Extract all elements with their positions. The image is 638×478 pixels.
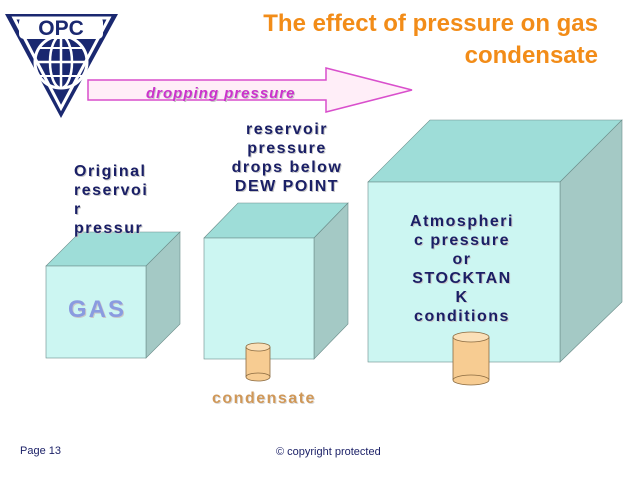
label-line: reservoir bbox=[246, 121, 328, 138]
arrow-label: dropping pressure bbox=[146, 85, 296, 102]
cube-original-front bbox=[45, 265, 147, 359]
label-line: Atmospheri bbox=[410, 213, 514, 230]
cylinder-large-top bbox=[452, 331, 490, 343]
label-line: Original bbox=[74, 163, 147, 180]
cylinder-large-body bbox=[453, 337, 489, 380]
condensate-cylinder-large bbox=[452, 331, 490, 386]
cylinder-small-body bbox=[246, 347, 270, 377]
label-dew-point: reservoir pressure drops below DEW POINT bbox=[222, 120, 352, 196]
label-line: pressur bbox=[74, 220, 144, 237]
label-line: c pressure bbox=[414, 232, 510, 249]
logo-text-band bbox=[19, 17, 103, 39]
label-atmospheric: Atmospheri c pressure or STOCKTAN K cond… bbox=[396, 212, 528, 326]
label-line: DEW POINT bbox=[234, 178, 340, 195]
cube-original bbox=[45, 231, 181, 359]
cylinder-large-bottom bbox=[452, 374, 490, 386]
label-gas: GAS bbox=[68, 296, 127, 323]
cube-dew-point bbox=[203, 202, 349, 360]
label-line: drops below bbox=[231, 159, 343, 176]
page-number: Page 13 bbox=[20, 445, 61, 457]
label-line: STOCKTAN bbox=[412, 270, 512, 287]
label-line: or bbox=[452, 251, 472, 268]
logo-text: OPC bbox=[38, 17, 84, 40]
cylinder-small-top bbox=[245, 342, 271, 352]
label-line: conditions bbox=[414, 308, 510, 325]
dropping-pressure-arrow bbox=[87, 67, 413, 113]
title-line-1: The effect of pressure on gas bbox=[263, 10, 598, 37]
label-line: K bbox=[455, 289, 469, 306]
label-original-pressure: Original reservoi r pressur bbox=[74, 162, 164, 238]
label-line: r bbox=[74, 201, 82, 218]
page-title: The effect of pressure on gas condensate bbox=[200, 8, 598, 72]
label-line: pressure bbox=[247, 140, 327, 157]
condensate-cylinder-small bbox=[245, 342, 271, 382]
opc-logo: OPC bbox=[5, 14, 118, 118]
copyright-notice: © copyright protected bbox=[276, 446, 381, 458]
label-line: reservoi bbox=[74, 182, 149, 199]
cylinder-small-bottom bbox=[245, 372, 271, 382]
arrow-shape bbox=[87, 67, 413, 113]
title-line-2: condensate bbox=[464, 42, 598, 69]
cube-atmospheric bbox=[367, 119, 623, 363]
label-condensate: condensate bbox=[212, 390, 316, 407]
cube-dew-point-front bbox=[203, 237, 315, 360]
